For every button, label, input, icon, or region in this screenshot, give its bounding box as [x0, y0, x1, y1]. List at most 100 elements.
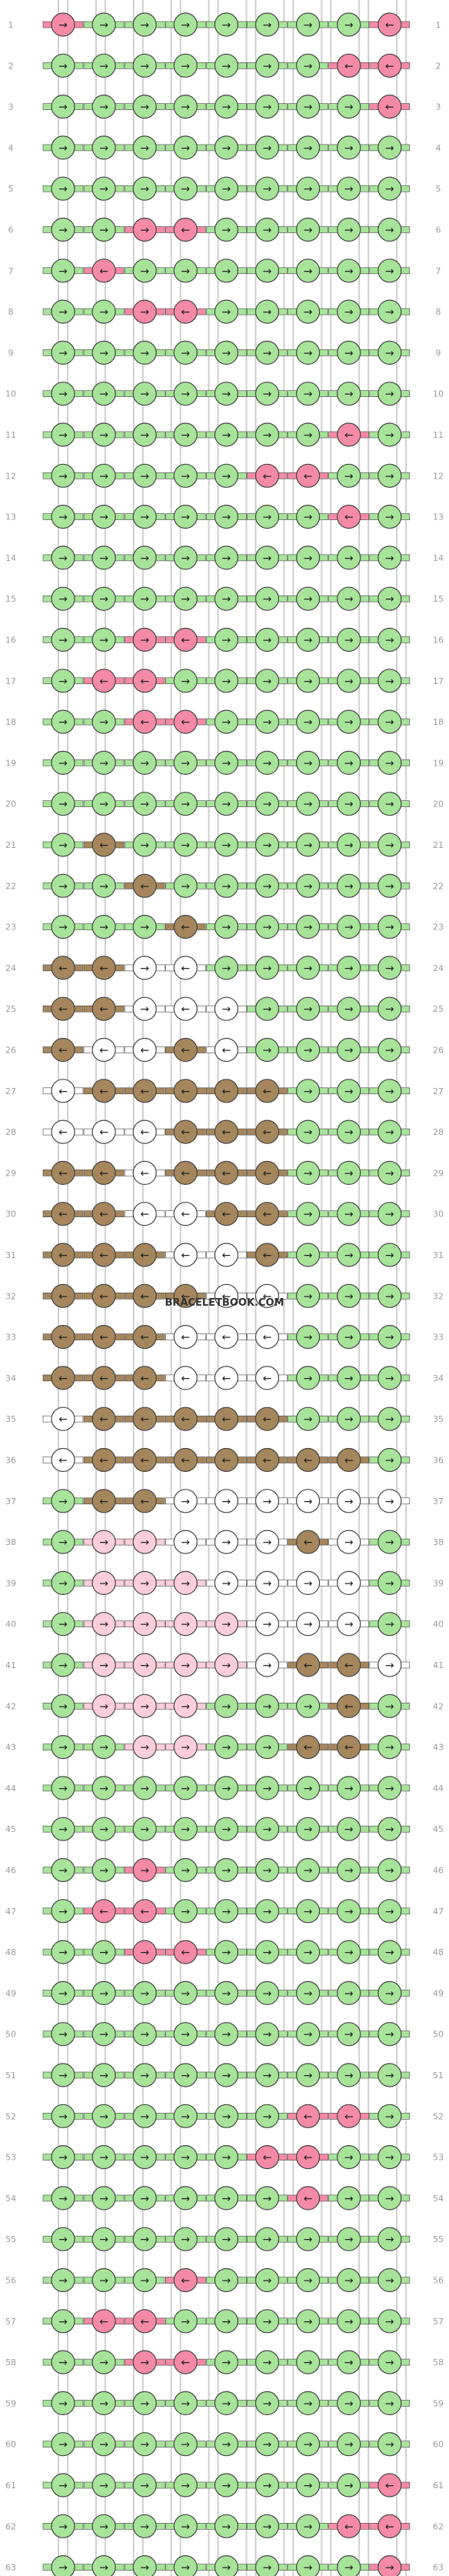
knot: →: [369, 546, 411, 570]
arrow-right-icon: →: [222, 2316, 231, 2328]
arrow-right-icon: →: [140, 757, 149, 769]
knot-circle: [337, 586, 361, 611]
knot-circle: [254, 1570, 280, 1595]
row-number-left: 18: [5, 717, 16, 727]
knot: →: [206, 2391, 247, 2415]
arrow-right-icon: →: [222, 1742, 231, 1754]
arrow-right-icon: →: [385, 839, 394, 852]
knot-circle: [214, 176, 238, 201]
knot: ←: [165, 2267, 206, 2293]
arrow-right-icon: →: [99, 389, 108, 401]
knot: →: [247, 792, 288, 816]
knot: ←: [42, 1079, 84, 1103]
arrow-right-icon: →: [140, 839, 149, 852]
knot-circle: [132, 2063, 157, 2087]
knot-circle: [214, 2022, 238, 2047]
knot: →: [247, 340, 288, 365]
knot-circle: [337, 1899, 361, 1924]
knot: ←: [165, 1202, 206, 1226]
arrow-right-icon: →: [222, 102, 231, 114]
row-number-left: 52: [5, 2111, 16, 2121]
knot-circle: [132, 504, 157, 529]
knot-circle: [214, 1119, 238, 1144]
arrow-right-icon: →: [344, 2152, 354, 2164]
row-number-right: 32: [433, 1291, 444, 1301]
arrow-right-icon: →: [263, 2562, 272, 2574]
knot-circle: [173, 1776, 198, 1800]
knot: →: [328, 135, 370, 160]
knot-circle: [173, 1735, 198, 1760]
knot: →: [328, 546, 370, 570]
arrow-right-icon: →: [344, 593, 354, 606]
knot: →: [206, 2104, 247, 2128]
arrow-right-icon: →: [58, 2152, 68, 2164]
knot: →: [165, 1489, 206, 1513]
knot: →: [165, 382, 206, 406]
arrow-right-icon: →: [222, 593, 231, 606]
knot-circle: [51, 1447, 75, 1473]
knot-circle: [254, 546, 280, 570]
knot: ←: [83, 2309, 125, 2334]
knot: →: [247, 217, 288, 242]
arrow-right-icon: →: [181, 1700, 190, 1713]
knot-circle: [254, 1037, 280, 1063]
arrow-right-icon: →: [140, 1003, 149, 1016]
knot-circle: [377, 750, 402, 776]
knot-circle: [51, 1079, 75, 1103]
row-number-left: 63: [5, 2563, 16, 2573]
knot: →: [206, 2473, 247, 2498]
knot-circle: [132, 873, 157, 898]
arrow-right-icon: →: [99, 2357, 108, 2369]
knot: →: [124, 2063, 165, 2087]
knot: →: [247, 2432, 288, 2457]
arrow-right-icon: →: [385, 2029, 394, 2041]
arrow-right-icon: →: [385, 1045, 394, 1057]
knot-circle: [214, 2267, 238, 2293]
knot: →: [328, 1037, 370, 1063]
arrow-right-icon: →: [263, 593, 272, 606]
arrow-right-icon: →: [99, 2397, 108, 2410]
knot-circle: [296, 1940, 321, 1964]
knot: →: [369, 299, 411, 324]
knot: →: [42, 382, 84, 406]
knot: ←: [42, 1283, 84, 1308]
arrow-right-icon: →: [140, 635, 149, 647]
knot-circle: [254, 1119, 280, 1144]
arrow-right-icon: →: [304, 1003, 313, 1016]
knot: →: [288, 2227, 328, 2251]
knot: →: [124, 504, 165, 529]
row-number-right: 48: [433, 1947, 444, 1957]
arrow-right-icon: →: [344, 839, 354, 852]
knot-circle: [132, 1817, 157, 1841]
knot-circle: [132, 1653, 157, 1677]
arrow-right-icon: →: [344, 1906, 354, 1918]
knot: ←: [206, 1366, 247, 1390]
arrow-right-icon: →: [344, 1865, 354, 1877]
arrow-right-icon: →: [99, 347, 108, 359]
knot-circle: [254, 1857, 280, 1883]
arrow-left-icon: ←: [222, 1413, 231, 1426]
row-number-right: 21: [433, 840, 444, 850]
row-number-right: 25: [433, 1004, 444, 1014]
knot-circle: [173, 709, 198, 734]
knot-circle: [132, 259, 157, 283]
row-number-left: 35: [5, 1414, 16, 1424]
arrow-right-icon: →: [263, 2029, 272, 2041]
knot-circle: [51, 1653, 75, 1677]
knot: →: [328, 1243, 370, 1267]
arrow-left-icon: ←: [58, 1413, 68, 1426]
knot-circle: [132, 1899, 157, 1924]
knot-circle: [254, 833, 280, 857]
knot: →: [328, 1202, 370, 1226]
knot-circle: [337, 2350, 361, 2374]
arrow-right-icon: →: [58, 716, 68, 729]
knot-circle: [337, 2145, 361, 2170]
arrow-right-icon: →: [344, 880, 354, 893]
knot-circle: [51, 2022, 75, 2047]
arrow-right-icon: →: [58, 1865, 68, 1877]
arrow-left-icon: ←: [140, 2316, 149, 2328]
knot-circle: [214, 1940, 238, 1964]
knot-circle: [377, 12, 402, 37]
arrow-right-icon: →: [181, 799, 190, 811]
knot-circle: [173, 833, 198, 857]
